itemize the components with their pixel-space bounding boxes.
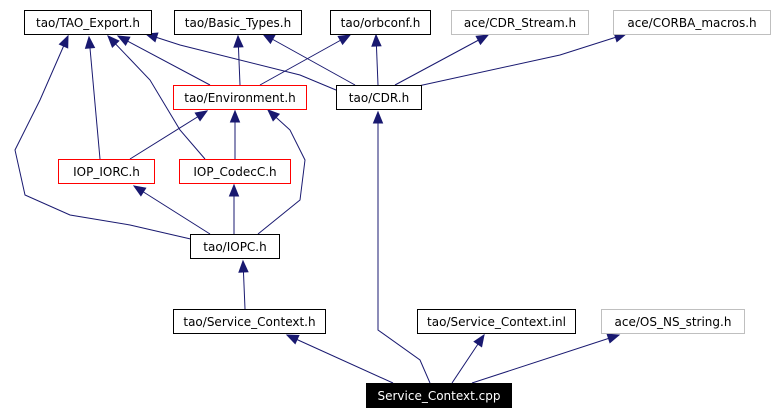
- arrow-head-icon: [285, 334, 300, 345]
- edge-environment-to-iopc: [257, 109, 306, 235]
- node-orbconf[interactable]: tao/orbconf.h: [330, 10, 431, 35]
- node-label: Service_Context.cpp: [377, 389, 500, 403]
- node-environment[interactable]: tao/Environment.h: [173, 85, 307, 110]
- node-tao-export[interactable]: tao/TAO_Export.h: [24, 10, 152, 35]
- arrow-head-icon: [473, 333, 485, 348]
- arrow-head-icon: [229, 109, 241, 123]
- node-label: IOP_CodecC.h: [193, 165, 276, 179]
- node-label: tao/Service_Context.h: [183, 315, 315, 329]
- edge-line: [286, 334, 394, 384]
- node-box: [336, 85, 422, 110]
- node-service-context-inl[interactable]: tao/Service_Context.inl: [417, 309, 576, 334]
- node-label: tao/Environment.h: [184, 91, 296, 105]
- arrow-head-icon: [337, 34, 352, 46]
- edge-line: [145, 33, 349, 96]
- node-label: tao/IOPC.h: [203, 240, 266, 254]
- arrow-head-icon: [606, 333, 621, 344]
- node-iop-iorc[interactable]: IOP_IORC.h: [58, 159, 155, 184]
- edge-line: [262, 33, 356, 86]
- arrow-head-icon: [116, 35, 131, 47]
- edge-line: [129, 110, 208, 160]
- arrow-head-icon: [233, 34, 244, 48]
- node-box: [173, 309, 326, 334]
- node-os-ns-string[interactable]: ace/OS_NS_string.h: [601, 309, 745, 334]
- node-label: tao/Service_Context.inl: [427, 315, 566, 329]
- edge-tao_export-to-iop_codecc: [107, 35, 206, 160]
- node-box: [417, 309, 576, 334]
- edge-orbconf-to-cdr: [371, 33, 382, 86]
- edge-line: [259, 34, 351, 86]
- edge-cdr_stream-to-cdr: [394, 34, 490, 86]
- edge-environment-to-iop_iorc: [129, 110, 209, 160]
- node-label: tao/orbconf.h: [341, 16, 421, 30]
- edge-line: [394, 34, 489, 86]
- edge-iop_iorc-to-iopc: [132, 185, 211, 235]
- node-box: [330, 10, 431, 35]
- edge-tao_export-to-iop_iorc: [84, 35, 101, 160]
- edge-line: [471, 334, 620, 384]
- edge-tao_export-to-cdr: [144, 32, 349, 96]
- arrow-head-icon: [58, 34, 69, 49]
- node-basic-types[interactable]: tao/Basic_Types.h: [174, 10, 302, 35]
- arrow-head-icon: [372, 110, 384, 124]
- arrow-head-icon: [261, 33, 276, 45]
- edge-orbconf-to-environment: [259, 34, 352, 86]
- edge-service_context_inl-to-service_context_cpp: [451, 333, 485, 384]
- edge-tao_export-to-iopc: [14, 34, 196, 241]
- node-service-context-h[interactable]: tao/Service_Context.h: [173, 309, 326, 334]
- node-box: [173, 85, 307, 110]
- edges-layer: [14, 32, 628, 384]
- edge-line: [107, 35, 206, 160]
- arrow-head-icon: [238, 259, 249, 273]
- arrow-head-icon: [194, 110, 209, 122]
- node-box: [451, 10, 589, 35]
- node-label: tao/CDR.h: [349, 91, 409, 105]
- arrow-head-icon: [84, 35, 96, 49]
- arrow-head-icon: [371, 33, 382, 47]
- edge-line: [399, 33, 627, 91]
- arrow-head-icon: [132, 185, 147, 197]
- edge-iop_codecc-to-iopc: [228, 183, 240, 234]
- node-cdr-stream[interactable]: ace/CDR_Stream.h: [451, 10, 589, 35]
- edge-line: [377, 112, 431, 384]
- node-box: [179, 159, 291, 184]
- arrow-head-icon: [228, 183, 240, 197]
- node-corba-macros[interactable]: ace/CORBA_macros.h: [613, 10, 771, 35]
- edge-line: [117, 35, 211, 86]
- edge-cdr-to-service_context_cpp: [372, 110, 431, 384]
- edge-line: [88, 36, 101, 160]
- node-box: [601, 309, 745, 334]
- edge-line: [14, 35, 196, 241]
- node-label: ace/OS_NS_string.h: [615, 315, 732, 329]
- edge-environment-to-iop_codecc: [229, 109, 241, 159]
- node-label: tao/TAO_Export.h: [36, 16, 140, 30]
- node-iop-codecc[interactable]: IOP_CodecC.h: [179, 159, 291, 184]
- edge-corba_macros-to-cdr: [399, 32, 628, 91]
- arrow-head-icon: [475, 34, 490, 46]
- node-box: [366, 383, 512, 408]
- node-label: tao/Basic_Types.h: [185, 16, 291, 30]
- node-box: [24, 10, 152, 35]
- node-label: ace/CORBA_macros.h: [627, 16, 756, 30]
- edge-basic_types-to-environment: [233, 34, 244, 86]
- node-cdr[interactable]: tao/CDR.h: [336, 85, 422, 110]
- node-box: [190, 234, 280, 259]
- node-box: [613, 10, 771, 35]
- node-box: [58, 159, 155, 184]
- node-label: ace/CDR_Stream.h: [464, 16, 576, 30]
- edge-tao_export-to-environment: [116, 35, 211, 86]
- node-iopc[interactable]: tao/IOPC.h: [190, 234, 280, 259]
- edge-iopc-to-service_context_h: [238, 259, 249, 310]
- arrow-head-icon: [107, 35, 120, 48]
- node-box: [174, 10, 302, 35]
- arrow-head-icon: [267, 109, 281, 122]
- edge-service_context_h-to-service_context_cpp: [285, 334, 394, 384]
- edge-os_ns_string-to-service_context_cpp: [471, 333, 621, 384]
- nodes-layer: tao/TAO_Export.h tao/Basic_Types.h tao/orb…: [24, 10, 771, 408]
- node-service-context-cpp: Service_Context.cpp: [366, 383, 512, 408]
- edge-line: [133, 185, 211, 235]
- edge-line: [257, 109, 306, 235]
- node-label: IOP_IORC.h: [73, 165, 140, 179]
